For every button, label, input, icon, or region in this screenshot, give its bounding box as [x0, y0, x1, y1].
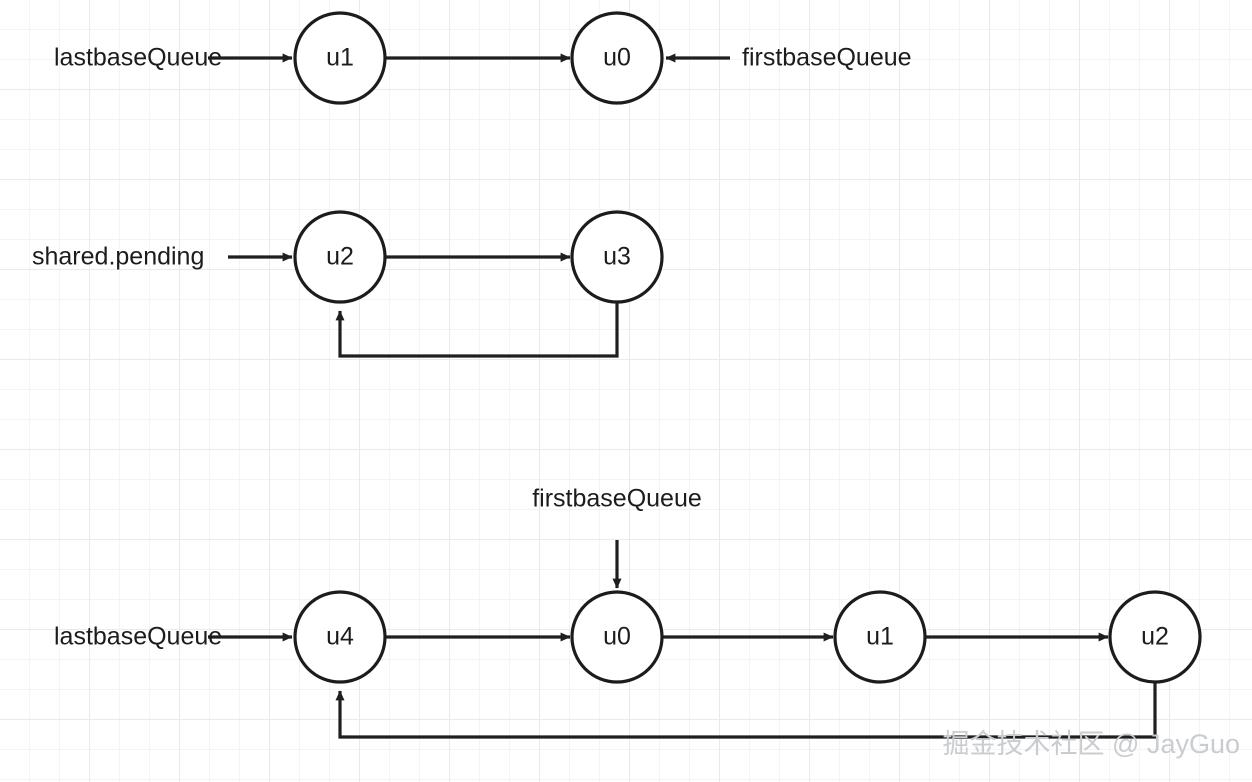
label-firstbasequeue-row3: firstbaseQueue — [532, 485, 702, 513]
node-u1-row3-label: u1 — [866, 623, 894, 651]
node-u4-label: u4 — [326, 623, 354, 651]
row-3-group: u4 u0 u1 u2 firstbaseQueue lastbaseQueue — [54, 485, 1202, 739]
row-1-group: u1 u0 lastbaseQueue firstbaseQueue — [54, 11, 912, 105]
node-u2-row3[interactable] — [1108, 590, 1202, 684]
node-u2-row3-label: u2 — [1141, 623, 1169, 651]
label-shared-pending: shared.pending — [32, 243, 204, 271]
node-u0[interactable] — [570, 11, 664, 105]
node-u4[interactable] — [293, 590, 387, 684]
node-u1-row3[interactable] — [833, 590, 927, 684]
node-u1-label: u1 — [326, 44, 354, 72]
edge-u2-to-u4-feedback — [335, 682, 1157, 739]
node-u2-label: u2 — [326, 243, 354, 271]
node-u2[interactable] — [293, 210, 387, 304]
node-u0-row3[interactable] — [570, 590, 664, 684]
label-lastbasequeue-row3: lastbaseQueue — [54, 623, 222, 651]
node-u0-row3-label: u0 — [603, 623, 631, 651]
row-2-group: u2 u3 shared.pending — [32, 210, 664, 358]
node-u1[interactable] — [293, 11, 387, 105]
node-u3[interactable] — [570, 210, 664, 304]
label-lastbasequeue-row1: lastbaseQueue — [54, 44, 222, 72]
edge-u3-to-u2-feedback — [335, 302, 619, 358]
label-firstbasequeue-row1: firstbaseQueue — [742, 44, 912, 72]
node-u0-label: u0 — [603, 44, 631, 72]
watermark-text: 掘金技术社区 @ JayGuo — [943, 729, 1240, 759]
node-u3-label: u3 — [603, 243, 631, 271]
